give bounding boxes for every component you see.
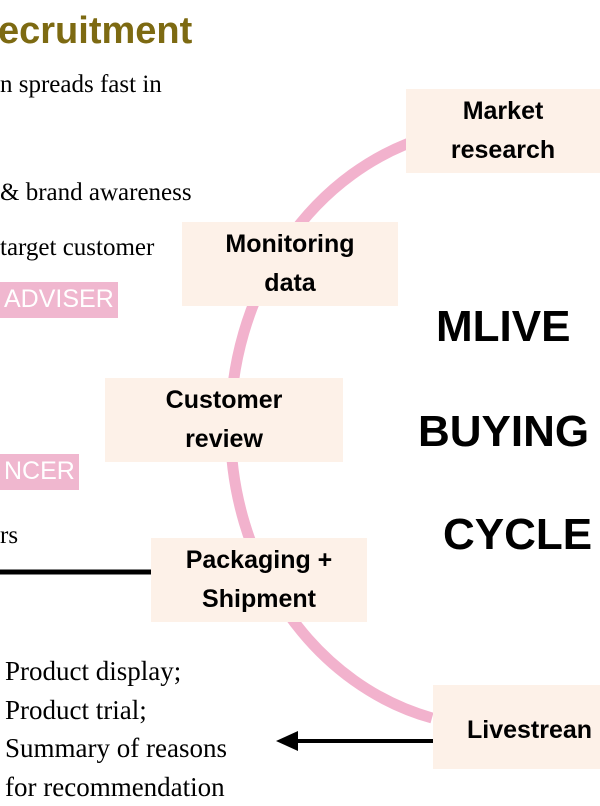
text-line-brand-awareness: & brand awareness [0, 179, 192, 206]
stage-monitoring-data: Monitoring data [182, 222, 398, 306]
stage-monitoring-data-line-2: data [264, 269, 316, 297]
stage-livestream: Livestrean [433, 685, 600, 769]
cycle-label-line-1: MLIVE [436, 302, 571, 351]
influencer-tag: NCER [0, 454, 79, 490]
cycle-label-line-3: CYCLE [443, 510, 593, 559]
list-item: Product trial; [5, 694, 147, 725]
stage-market-research-line-2: research [450, 136, 556, 164]
adviser-tag: ADVISER [0, 282, 118, 318]
stage-customer-review-line-2: review [185, 425, 263, 453]
arrow-head-icon [276, 731, 298, 751]
text-line-spreads: n spreads fast in [0, 71, 162, 98]
stage-packaging-shipment: Packaging + Shipment [151, 538, 367, 622]
text-line-rs: rs [0, 522, 19, 549]
list-item: for recommendation [5, 771, 225, 802]
stage-market-research-line-1: Market [462, 97, 544, 126]
stage-customer-review: Customer review [105, 378, 343, 462]
list-item: Product display; [5, 656, 182, 686]
stage-customer-review-line-1: Customer [165, 386, 283, 415]
cycle-label-line-2: BUYING [418, 407, 590, 456]
stage-packaging-shipment-line-1: Packaging + [185, 546, 333, 575]
stage-packaging-shipment-line-2: Shipment [202, 585, 316, 613]
list-item: Summary of reasons [5, 733, 227, 764]
stage-livestream-label: Livestrean [467, 716, 593, 744]
livestream-details-list: Product display; Product trial; Summary … [5, 652, 227, 806]
text-line-target-customer: target customer [0, 234, 155, 261]
stage-market-research: Market research [406, 89, 600, 173]
stage-monitoring-data-line-1: Monitoring [225, 230, 355, 259]
page-title: ecruitment [0, 10, 193, 52]
